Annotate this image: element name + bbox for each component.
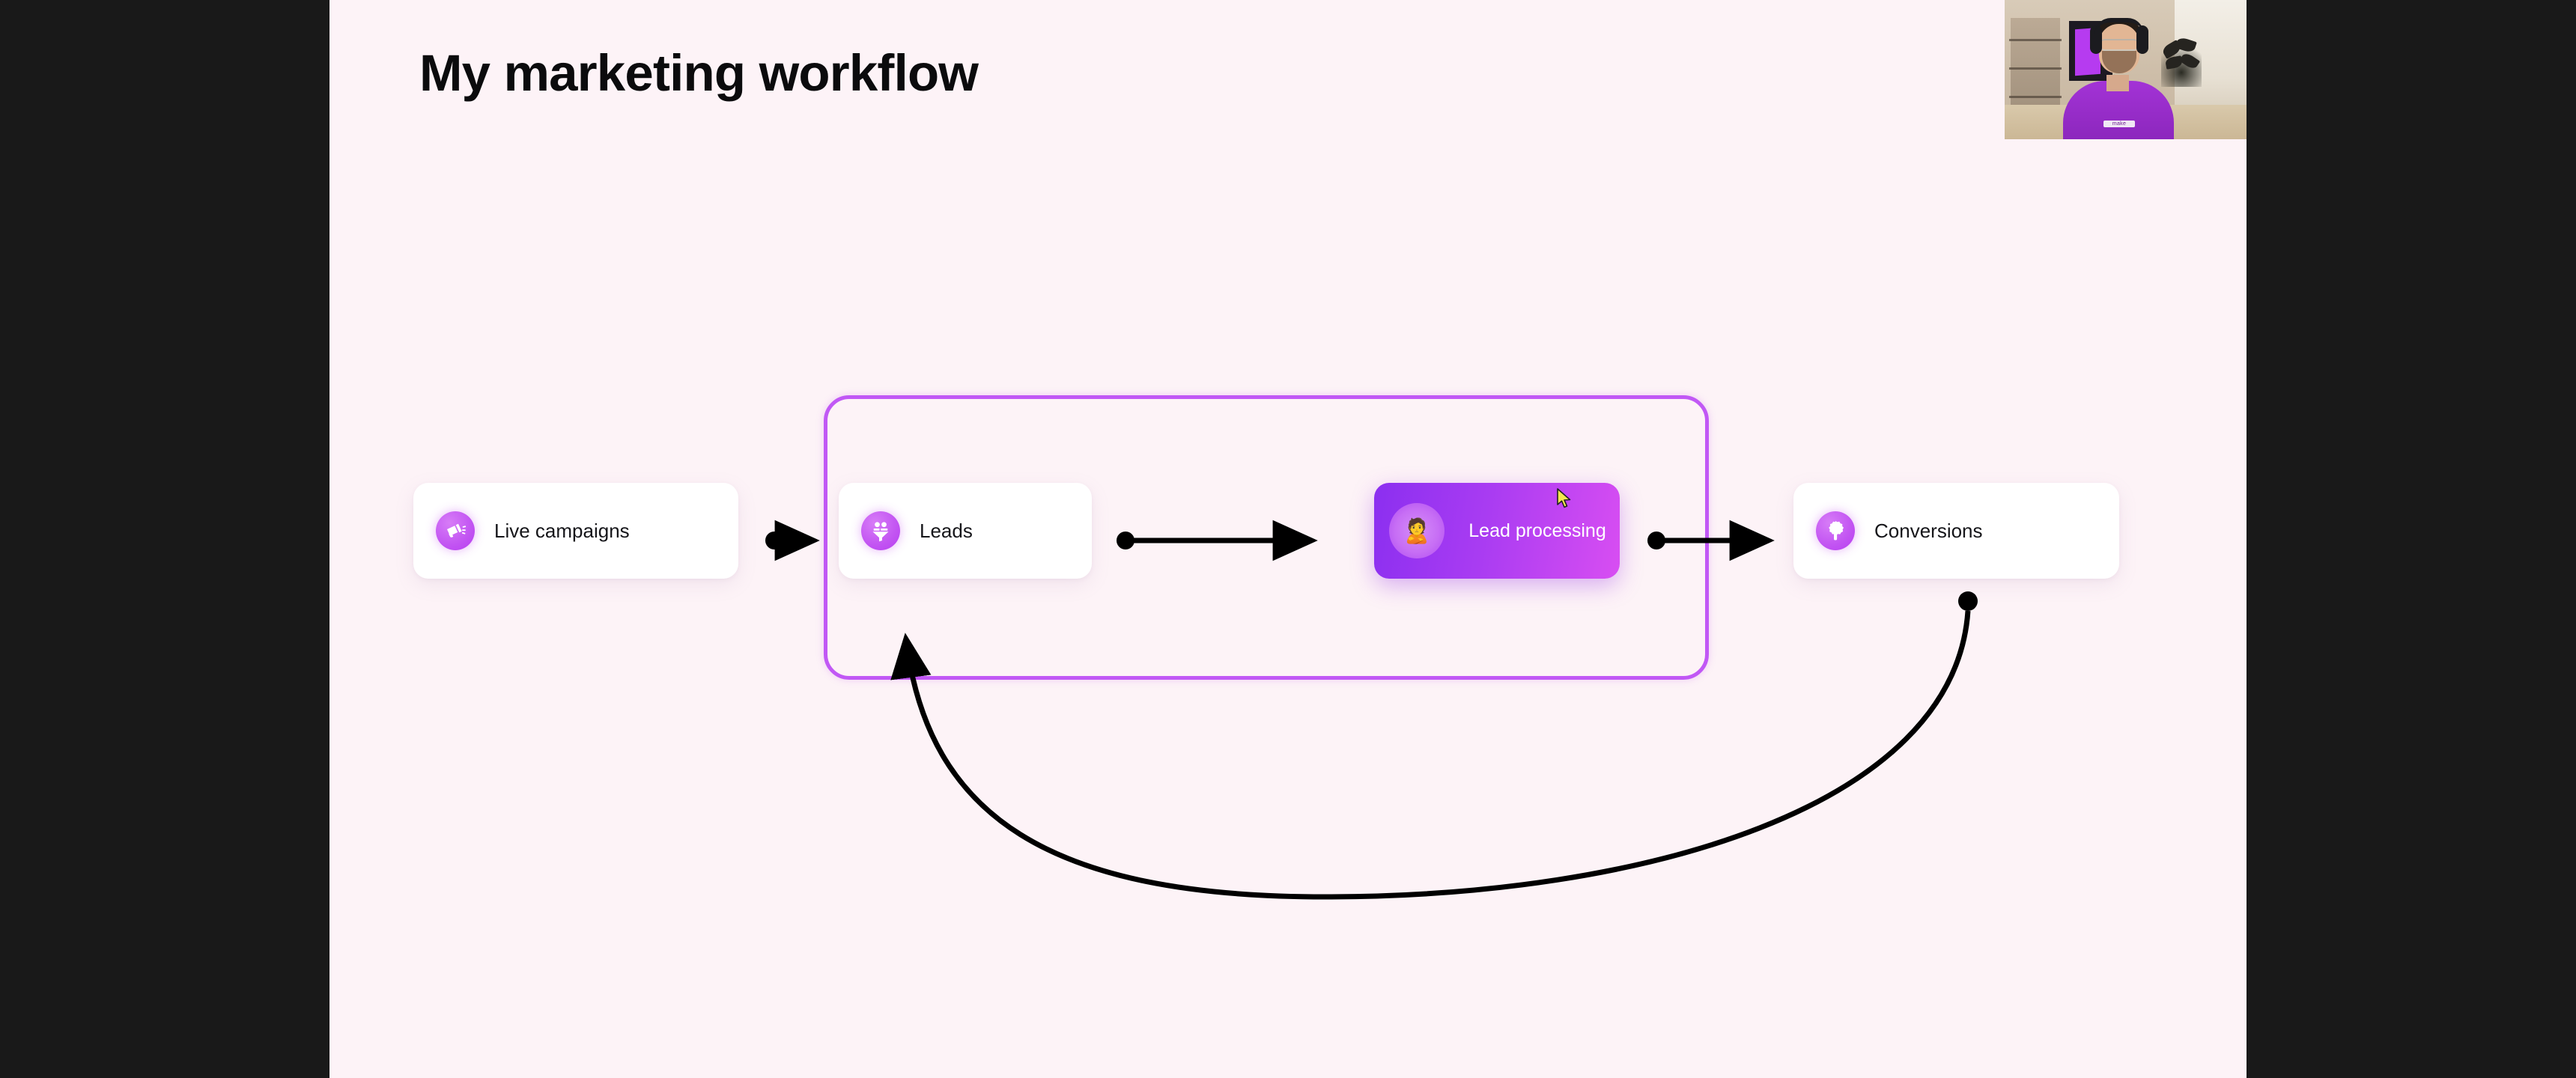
letterbox-right	[2247, 0, 2576, 1078]
gear-wrench-icon	[1816, 511, 1855, 550]
node-lead-processing[interactable]: 🙎 Lead processing	[1374, 483, 1620, 579]
letterbox-left	[0, 0, 329, 1078]
connector-live-campaigns-to-leads	[765, 520, 820, 561]
node-label: Live campaigns	[494, 519, 630, 542]
node-label: Lead processing	[1468, 520, 1606, 541]
webcam-plant	[2160, 36, 2202, 87]
node-live-campaigns[interactable]: Live campaigns	[413, 483, 738, 579]
presenter-webcam-overlay[interactable]: make	[2005, 0, 2247, 139]
webcam-presenter-glasses	[2100, 39, 2138, 51]
webcam-presenter-neck	[2106, 75, 2129, 91]
page-title: My marketing workflow	[419, 44, 979, 102]
webcam-presenter-headband	[2094, 18, 2144, 34]
node-label: Leads	[920, 519, 973, 542]
node-conversions[interactable]: Conversions	[1793, 483, 2119, 579]
webcam-shelf-bar	[2009, 96, 2062, 98]
megaphone-icon	[436, 511, 475, 550]
person-emoji-icon: 🙎	[1389, 503, 1445, 558]
lead-funnel-icon	[861, 511, 900, 550]
node-leads[interactable]: Leads	[839, 483, 1092, 579]
mouse-pointer-icon	[1557, 488, 1571, 508]
webcam-shelf-bar	[2009, 39, 2062, 41]
webcam-shirt-logo: make	[2103, 121, 2135, 127]
webcam-shelf-bar	[2009, 67, 2062, 70]
presentation-canvas: My marketing workflow	[329, 0, 2247, 1078]
node-label: Conversions	[1874, 519, 1983, 542]
webcam-shelf	[2011, 18, 2060, 108]
